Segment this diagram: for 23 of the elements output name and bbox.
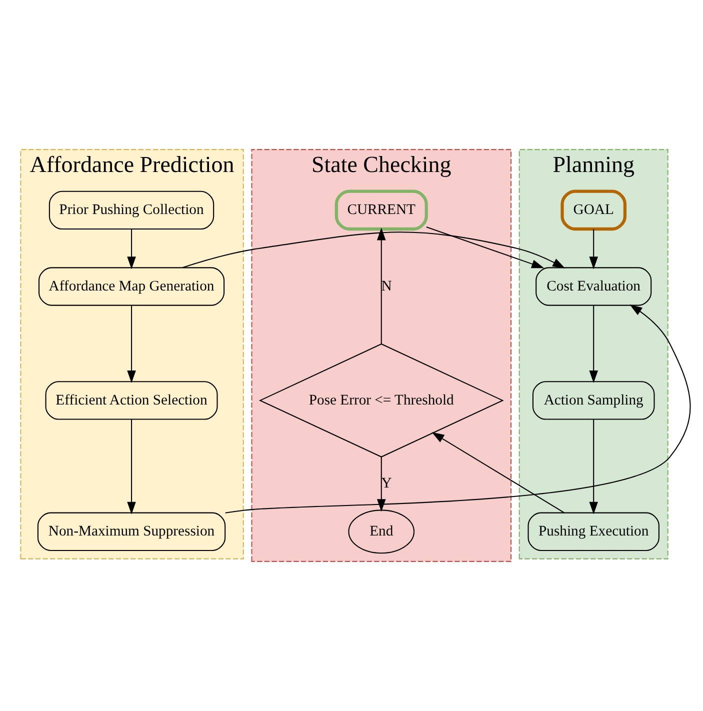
arrow [225, 304, 691, 514]
arrow [127, 419, 136, 514]
node-box: Efficient Action Selection [45, 381, 218, 420]
arrow [426, 226, 544, 268]
arrow [376, 228, 386, 344]
arrow [376, 457, 386, 512]
node-box: GOAL [560, 190, 627, 231]
arrow [589, 419, 598, 514]
arrow [589, 229, 598, 270]
node-box: Non-Maximum Suppression [37, 512, 226, 551]
node-diamond: Pose Error <= Threshold [258, 343, 504, 458]
arrow [589, 306, 598, 384]
arrow [432, 432, 565, 514]
node-box: Action Sampling [532, 381, 655, 420]
node-box: Prior Pushing Collection [48, 190, 214, 230]
node-box: CURRENT [334, 190, 428, 231]
arrow [127, 229, 136, 270]
arrow [182, 232, 566, 268]
node-ellipse: End [348, 510, 415, 554]
node-box: Affordance Map Generation [38, 267, 225, 306]
arrow [127, 306, 136, 384]
node-box: Pushing Execution [528, 512, 660, 551]
node-box: Cost Evaluation [536, 267, 652, 306]
